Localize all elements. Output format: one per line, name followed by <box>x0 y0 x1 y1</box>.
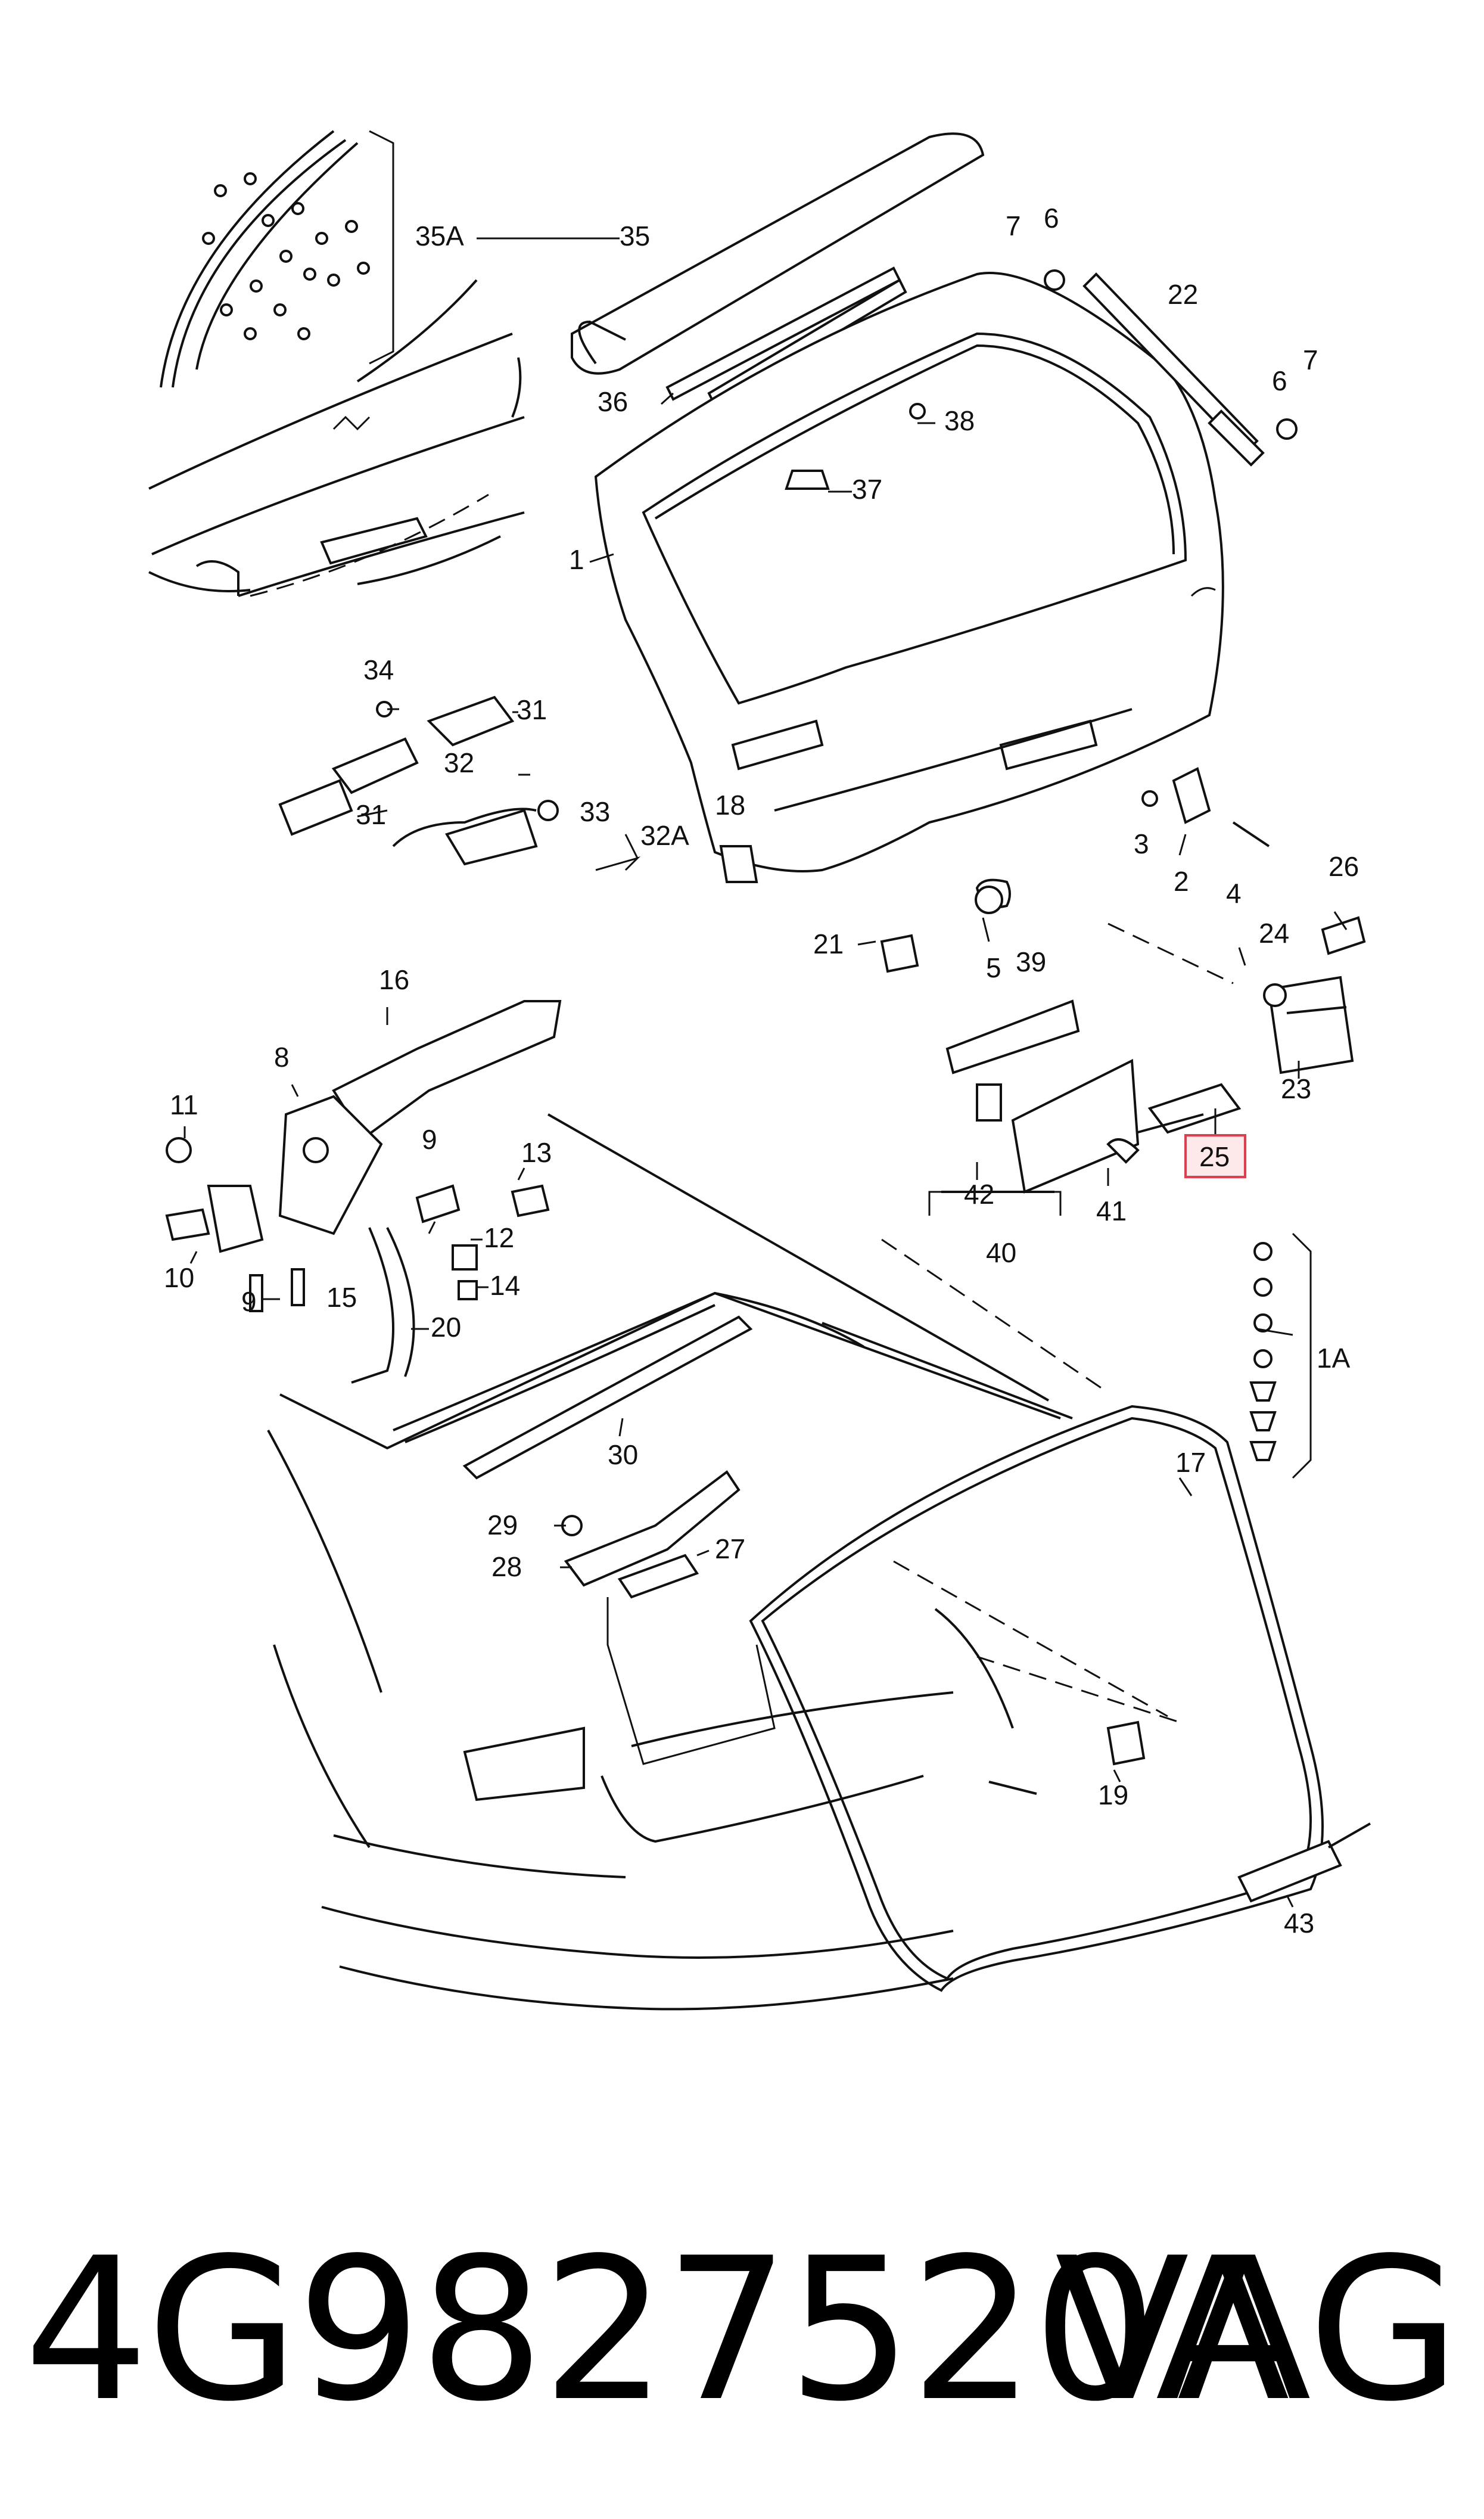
callout-6-top-left: 6 <box>1044 203 1059 234</box>
callout-1A: 1A <box>1317 1343 1351 1374</box>
callout-1: 1 <box>569 544 584 575</box>
callout-27: 27 <box>715 1533 745 1564</box>
drive-unit-16 <box>165 1000 562 1384</box>
callout-3: 3 <box>1134 828 1149 859</box>
callout-32: 32 <box>444 747 474 778</box>
callout-35: 35 <box>620 220 650 251</box>
hinges-27-28-29 <box>561 1470 776 1765</box>
callout-13: 13 <box>521 1137 552 1168</box>
callout-6-top-right: 6 <box>1272 365 1287 396</box>
callout-22: 22 <box>1168 279 1198 310</box>
callout-25: 25 <box>1199 1141 1230 1172</box>
callout-38: 38 <box>944 405 975 436</box>
callout-11: 11 <box>170 1089 198 1120</box>
bumper-19 <box>1106 1720 1146 1766</box>
part-number: 4G9827520A <box>24 2216 1290 2445</box>
highlight-box-25 <box>1184 1134 1246 1178</box>
vehicle-body <box>267 1113 1073 2011</box>
adhesive-tube-43 <box>1237 1822 1371 1903</box>
brand-name: VAG <box>1054 2216 1460 2445</box>
callout-36: 36 <box>598 386 628 417</box>
callout-10: 10 <box>164 1262 194 1293</box>
callout-15: 15 <box>326 1282 357 1313</box>
callout-17: 17 <box>1175 1447 1206 1478</box>
callout-41: 41 <box>1096 1195 1127 1226</box>
callout-24: 24 <box>1259 918 1289 949</box>
dashed-leaders <box>881 923 1234 1723</box>
lamps-31-32-33 <box>278 695 559 866</box>
tailgate <box>594 272 1224 872</box>
callout-43: 43 <box>1284 1908 1314 1939</box>
callout-9-lower: 9 <box>241 1286 257 1317</box>
callout-29: 29 <box>487 1509 518 1540</box>
handle-25 <box>1137 1083 1242 1134</box>
callout-23: 23 <box>1281 1073 1311 1104</box>
callout-37: 37 <box>852 474 882 505</box>
callout-40: 40 <box>986 1237 1016 1268</box>
gas-strut-22 <box>1044 269 1298 467</box>
callout-8: 8 <box>274 1042 290 1073</box>
window-trim-30 <box>393 1291 865 1480</box>
callout-28: 28 <box>491 1551 522 1582</box>
tailgate-small-parts <box>719 403 1270 973</box>
callout-34: 34 <box>363 654 394 685</box>
callout-39: 39 <box>1016 946 1046 977</box>
callout-19: 19 <box>1098 1779 1128 1810</box>
tailgate-seal-17 <box>749 1405 1324 1992</box>
callout-31-lower: 31 <box>356 799 386 830</box>
callout-21: 21 <box>813 928 844 959</box>
callout-30: 30 <box>608 1439 638 1470</box>
rear-body-top-left <box>148 279 525 597</box>
callout-33: 33 <box>580 796 610 827</box>
callout-5: 5 <box>986 952 1001 983</box>
callout-2: 2 <box>1174 866 1189 897</box>
fasteners-1A <box>1249 1232 1312 1479</box>
callout-35A: 35A <box>415 220 464 251</box>
plate-parts <box>941 999 1140 1194</box>
callout-31-upper: 31 <box>517 694 547 725</box>
callouts: 35A 35 36 37 38 7 6 22 7 6 1 34 31 32 31… <box>164 203 1359 1939</box>
callout-32A: 32A <box>640 820 689 851</box>
lock-23 <box>1263 916 1366 1074</box>
footer: 4G9827520A VAG <box>0 2205 1484 2455</box>
callout-26: 26 <box>1329 851 1359 882</box>
molding-strip-35A <box>160 130 394 388</box>
callout-14: 14 <box>490 1270 520 1301</box>
callout-4: 4 <box>1226 878 1242 909</box>
callout-42: 42 <box>964 1179 994 1210</box>
callout-12: 12 <box>484 1222 514 1253</box>
parts-diagram: 35A 35 36 37 38 7 6 22 7 6 1 34 31 32 31… <box>148 130 1371 2011</box>
callout-18: 18 <box>715 790 745 821</box>
callout-7-top-right: 7 <box>1303 344 1318 375</box>
callout-20: 20 <box>431 1312 461 1343</box>
callout-7-top-left: 7 <box>1006 210 1021 241</box>
callout-9-upper: 9 <box>422 1124 437 1155</box>
callout-16: 16 <box>379 964 409 995</box>
